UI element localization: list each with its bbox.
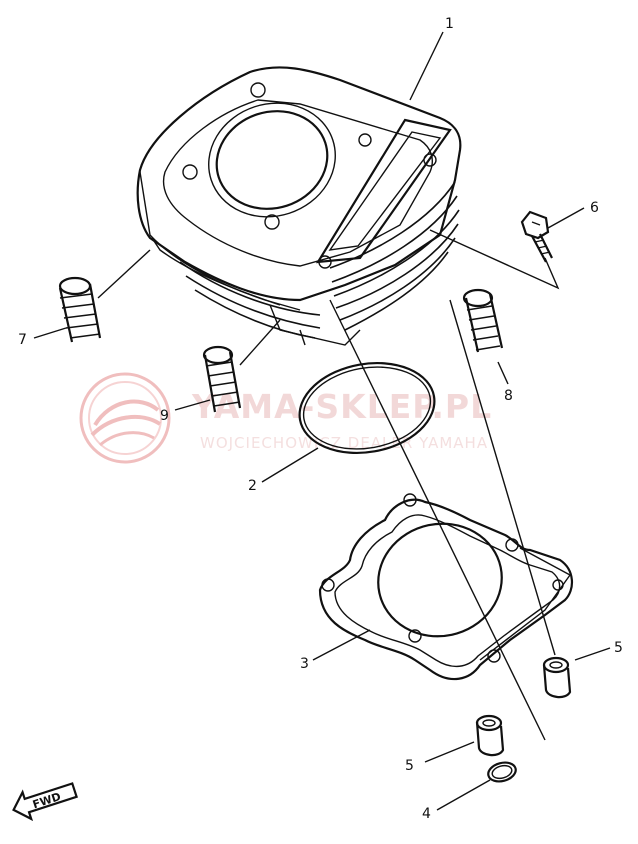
stud-part-8 [462,288,504,353]
assembly-lines [329,229,560,741]
callout-4: 4 [422,806,431,822]
callout-3: 3 [300,656,309,672]
leader-line-9 [174,399,211,411]
callout-8: 8 [504,388,513,404]
leader-line-7b [97,249,151,299]
callout-2: 2 [248,478,257,494]
callouts: 1 2 3 4 5 5 6 7 8 9 [18,16,623,822]
leader-line-5b [424,741,475,763]
leader-line-7 [33,327,67,339]
callout-5-upper: 5 [614,640,623,656]
deck-stud-hole [358,133,372,147]
leader-line-5a [574,647,611,661]
stud-part-9 [202,345,242,413]
gasket-bore [377,522,503,638]
dowel-pin-part-upper [542,656,572,699]
gasket-hole [552,579,564,591]
watermark: YAMA-SKLEP.PL WOJCIECHOWICZ DEALER YAMAH… [79,372,492,464]
leader-line-1 [409,31,444,101]
deck-stud-hole [264,214,280,230]
callout-9: 9 [160,408,169,424]
gasket-chain-slot [479,547,572,661]
leader-line-9b [239,319,281,366]
o-ring-part [298,361,436,455]
dowel-pin-part-lower [475,714,505,757]
leader-line-6 [547,207,585,229]
watermark-subtitle: WOJCIECHOWICZ DEALER YAMAHA [200,434,488,452]
gasket-inner-rim [334,514,561,667]
fwd-label: FWD [31,790,62,811]
watermark-brand: YAMA-SKLEP.PL [191,387,492,426]
leader-line-3 [312,629,371,661]
cylinder-side-edge [151,237,281,306]
cylinder-part [136,66,462,346]
gasket-outline [318,498,573,681]
deck-stud-hole [182,164,198,180]
gasket-part [318,493,573,681]
callout-5-lower: 5 [405,758,414,774]
callout-6: 6 [590,200,599,216]
gasket-hole [408,629,422,643]
cylinder-sleeve [299,329,306,346]
fwd-arrow-icon [12,782,78,822]
cylinder-top-deck [136,66,462,302]
cylinder-deck-rim [162,99,433,267]
bolt-part [520,210,553,263]
gasket-hole [403,493,417,507]
fwd-arrow: FWD [12,782,78,822]
cylinder-base [269,304,361,346]
cam-chain-tunnel [315,118,452,264]
cam-chain-tunnel-inner [328,131,442,251]
stud-part-7 [58,276,102,343]
gasket-hole [505,538,519,552]
callout-7: 7 [18,332,27,348]
leader-line-2 [261,447,319,483]
circlip-part [487,761,517,783]
o-ring-inner [302,366,432,450]
watermark-logo [79,372,171,464]
leader-lines [33,31,611,811]
cylinder-bore [215,110,329,210]
gasket-hole [321,578,335,592]
callout-1: 1 [445,16,454,32]
cylinder-bore-lip [208,102,336,218]
leader-line-8 [497,361,509,385]
deck-stud-hole [250,82,266,98]
leader-line-4 [436,779,491,811]
